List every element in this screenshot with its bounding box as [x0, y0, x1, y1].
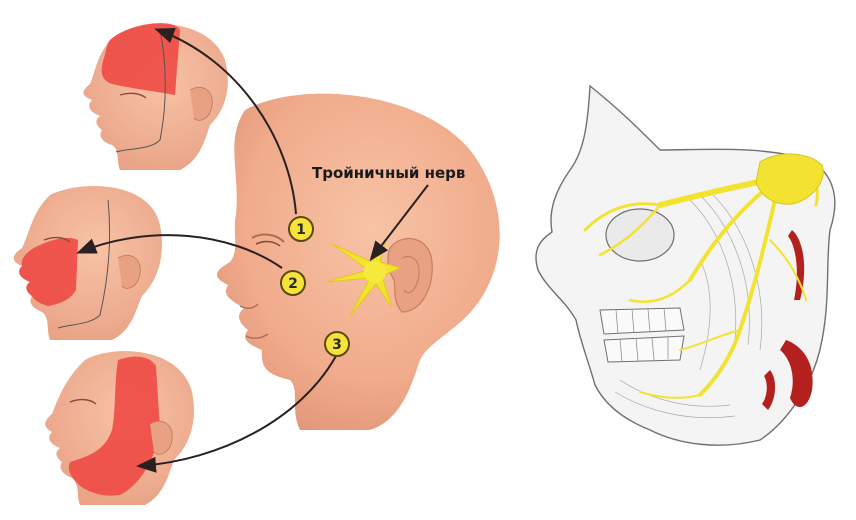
- head-branch-1: [83, 23, 227, 170]
- svg-text:1: 1: [296, 222, 306, 238]
- svg-text:2: 2: [288, 276, 298, 292]
- head-branch-2: [14, 186, 162, 340]
- badge-branch-1: 1: [289, 217, 313, 241]
- nerve-label: Тройничный нерв: [312, 164, 465, 182]
- badge-branch-3: 3: [325, 332, 349, 356]
- head-branch-3: [45, 351, 194, 505]
- svg-text:3: 3: [332, 337, 342, 353]
- anatomical-skull-illustration: [536, 86, 835, 445]
- badge-branch-2: 2: [281, 271, 305, 295]
